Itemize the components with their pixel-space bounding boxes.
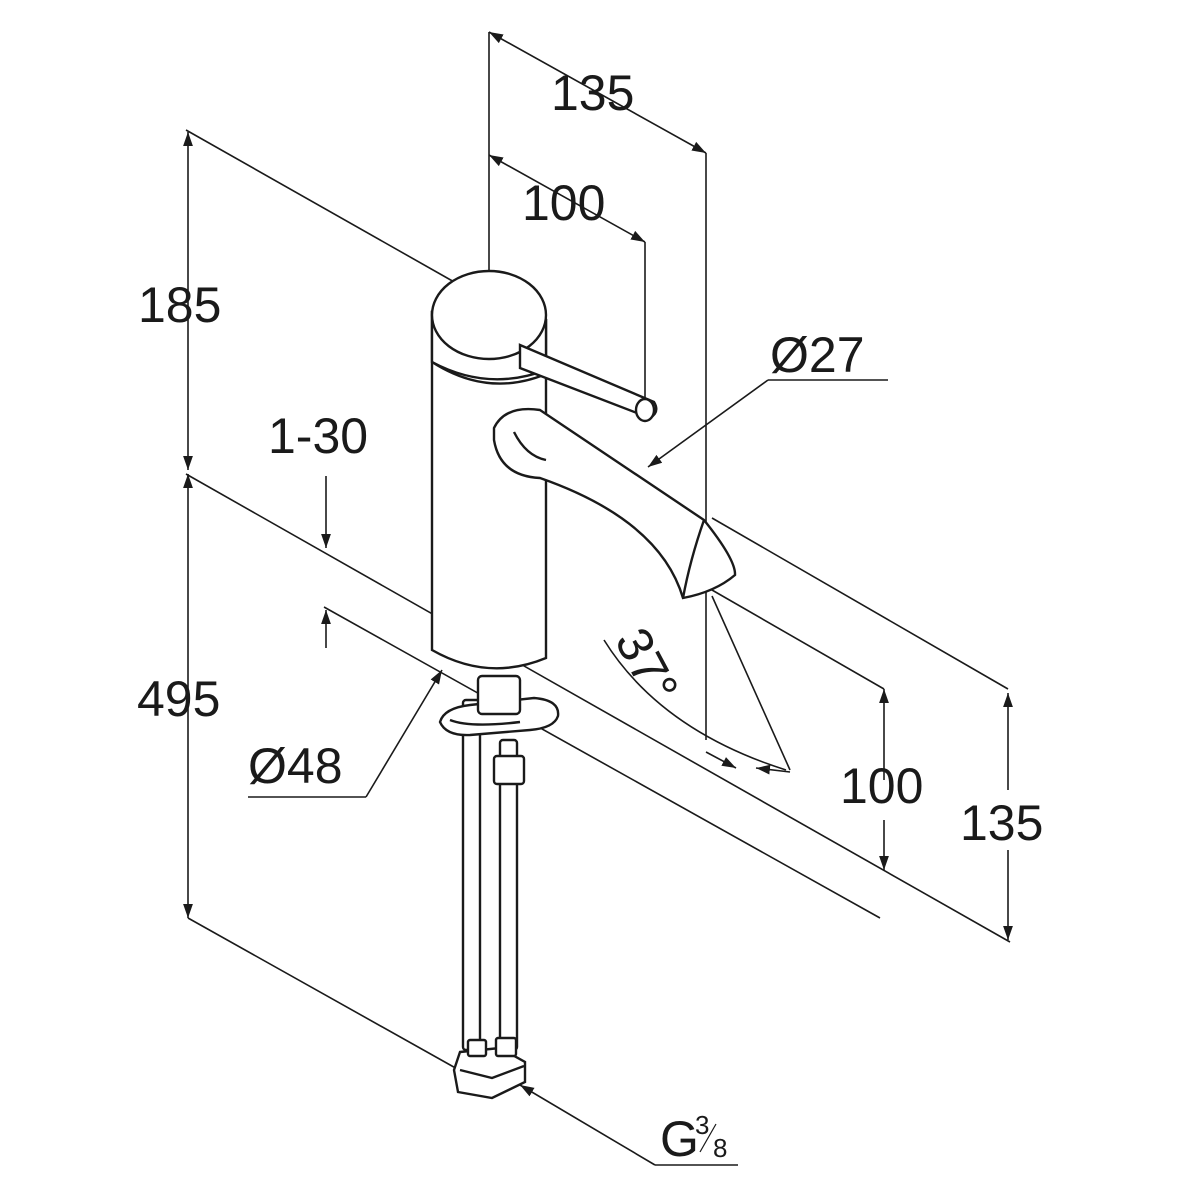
label-angle-37: 37° — [604, 619, 689, 712]
label-top-100: 100 — [522, 175, 605, 231]
label-diameter-27: Ø27 — [770, 327, 865, 383]
dimension-labels: 135 100 185 1-30 Ø27 37° 495 Ø48 100 135… — [137, 65, 1043, 1167]
label-diameter-48: Ø48 — [248, 738, 343, 794]
label-height-185: 185 — [138, 277, 221, 333]
label-right-100: 100 — [840, 758, 923, 814]
faucet-body — [430, 269, 737, 1100]
label-top-135: 135 — [551, 65, 634, 121]
label-connection-num: 3 — [695, 1110, 709, 1140]
dimension-lines — [183, 31, 1013, 1166]
label-connection-g: G — [660, 1111, 699, 1167]
label-adjust-1-30: 1-30 — [268, 408, 368, 464]
label-connection-thread: G 3 8 — [660, 1110, 727, 1167]
label-height-495: 495 — [137, 671, 220, 727]
label-right-135: 135 — [960, 795, 1043, 851]
label-connection-den: 8 — [713, 1133, 727, 1163]
